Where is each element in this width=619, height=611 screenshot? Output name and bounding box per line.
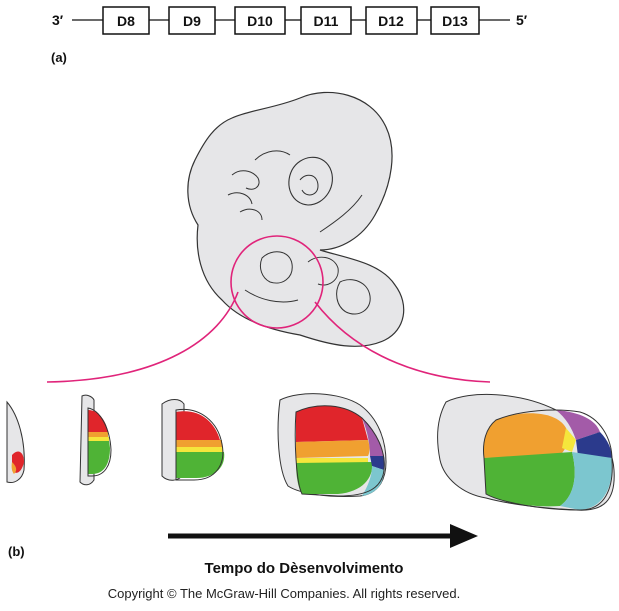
limb-stage-1 [6,400,25,483]
panel-b-label: (b) [8,544,25,559]
zoom-connector-right [314,301,491,383]
embryo-illustration [46,91,491,383]
gene-label: D9 [183,13,201,29]
gene-box-d9: D9 [168,6,216,35]
limb-stage-2 [79,394,112,486]
limb-highlight-circle [230,235,324,329]
gene-cluster: 3′ D8 D9 D10 D11 D12 D13 [52,6,528,35]
gene-box-d13: D13 [430,6,480,35]
limb-stage-5 [437,394,615,511]
gene-label: D10 [247,13,273,29]
time-arrow [168,524,478,548]
limb-stage-3 [161,399,225,481]
panel-a-label: (a) [51,50,67,65]
gene-label: D8 [117,13,135,29]
gene-box-d12: D12 [365,6,418,35]
copyright-notice: Copyright © The McGraw-Hill Companies. A… [108,586,461,601]
limb-stage-4 [277,393,387,497]
gene-label: D13 [442,13,468,29]
gene-label: D11 [314,13,339,29]
three-prime-label: 3′ [52,12,64,28]
time-caption: Tempo do Dèsenvolvimento [205,560,404,577]
gene-box-d10: D10 [234,6,286,35]
gene-box-d8: D8 [102,6,150,35]
zoom-connector-left [46,291,239,383]
gene-label: D12 [378,13,404,29]
gene-box-d11: D11 [300,6,352,35]
five-prime-label: 5′ [516,12,528,28]
